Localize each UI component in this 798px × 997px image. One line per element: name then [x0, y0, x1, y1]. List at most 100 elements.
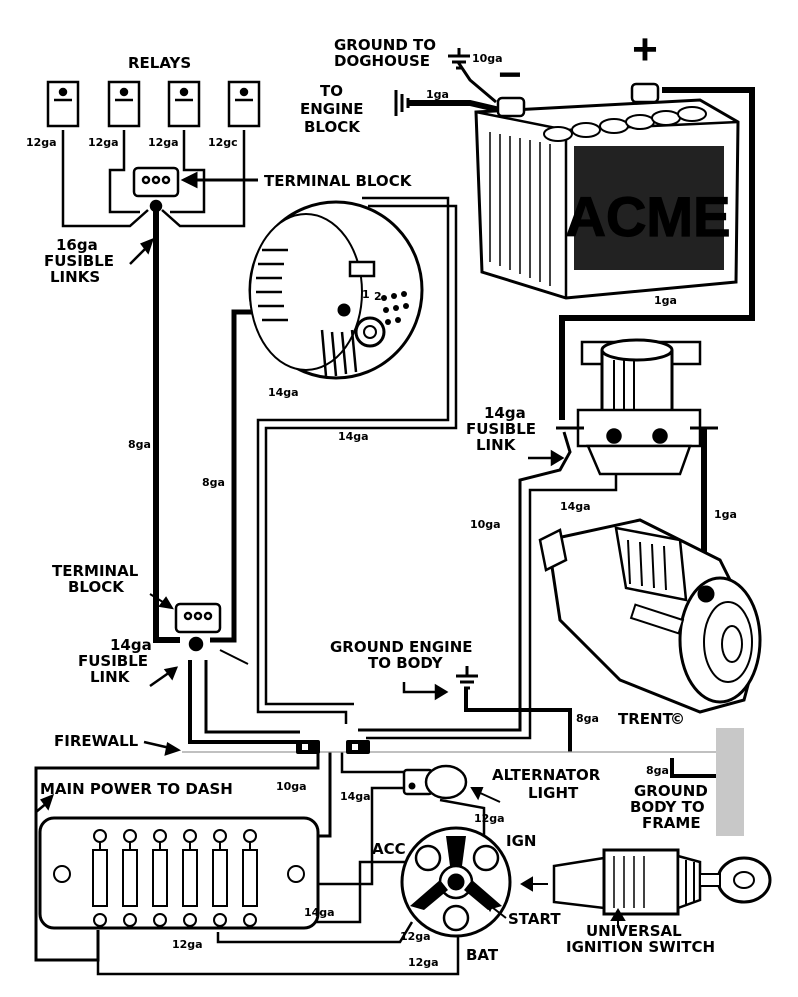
- wire-block-firewall-b: [204, 660, 300, 734]
- gauge-10ga-solenoid: 10ga: [470, 518, 501, 531]
- arrow-universal: [610, 908, 626, 928]
- label-ground-frame: GROUND: [634, 782, 708, 800]
- wire-light: [340, 752, 408, 774]
- label-ignition-switch: IGNITION SWITCH: [566, 938, 715, 956]
- gauge-12ga-a: 12ga: [172, 938, 203, 951]
- gauge-14ga-alt-a: 14ga: [268, 386, 299, 399]
- label-links: LINKS: [50, 268, 100, 286]
- alt-terminal-2: 2: [374, 290, 382, 303]
- gauge-1ga-starter: 1ga: [714, 508, 737, 521]
- label-ground-to: GROUND TO: [334, 36, 436, 54]
- alternator-light-bulb: [402, 764, 468, 800]
- label-fusible-right: FUSIBLE: [466, 420, 536, 438]
- gauge-12ga-ign: 12ga: [474, 812, 505, 825]
- arrow-alternator-light: [470, 787, 501, 803]
- labels: GROUND TO DOGHOUSE TO ENGINE BLOCK RELAY…: [40, 36, 715, 964]
- gauge-14ga-solenoid: 14ga: [560, 500, 591, 513]
- label-start: START: [508, 910, 561, 928]
- gauge-relay-1: 12ga: [26, 136, 57, 149]
- fuse-panel: [38, 816, 320, 930]
- label-light: LIGHT: [528, 784, 579, 802]
- wire-battery-positive: [559, 87, 755, 420]
- ground-engine-body-icon: [456, 666, 478, 690]
- arrow-start: [481, 898, 507, 919]
- arrow-main-power: [35, 793, 55, 813]
- gauge-relay-3: 12ga: [148, 136, 179, 149]
- wire-12ga-panel: [216, 921, 414, 944]
- starter-motor: [538, 518, 762, 714]
- wire-10ga-solenoid: [358, 431, 572, 732]
- label-link-right: LINK: [476, 436, 517, 454]
- label-copyright: ©: [670, 710, 685, 728]
- gauge-14ga-fuse: 14ga: [304, 906, 335, 919]
- relay-1: [46, 80, 80, 128]
- wire-8ga-left: [153, 206, 180, 643]
- gauge-10ga-ground: 10ga: [472, 52, 503, 65]
- terminal-block-top: [132, 166, 180, 213]
- label-14ga-right: 14ga: [484, 404, 526, 422]
- label-main-power: MAIN POWER TO DASH: [40, 780, 233, 798]
- gauge-14ga-light: 14ga: [340, 790, 371, 803]
- gauge-12ga-bat: 12ga: [408, 956, 439, 969]
- arrow-firewall: [143, 740, 181, 756]
- relay-4: [227, 80, 261, 128]
- wire-light-14ga: [306, 786, 410, 886]
- label-ign: IGN: [506, 832, 536, 850]
- frame-bar: [716, 728, 744, 836]
- arrow-fusible-link-right: [528, 449, 565, 467]
- label-block: BLOCK: [304, 118, 361, 136]
- gauge-1ga-engine: 1ga: [426, 88, 449, 101]
- gauge-8ga-frame: 8ga: [646, 764, 669, 777]
- relay-2: [107, 80, 141, 128]
- plus-sign: +: [632, 25, 658, 74]
- arrow-fusible-links-top: [129, 237, 155, 265]
- relays: [46, 80, 261, 128]
- gauge-12ga-b: 12ga: [400, 930, 431, 943]
- wire-ground-engine-body: [464, 688, 572, 752]
- firewall-connectors: [296, 740, 370, 754]
- wire-doghouse-ground: [456, 61, 497, 104]
- battery-negative-terminal: [496, 96, 526, 118]
- label-trent: TRENT: [618, 710, 674, 728]
- label-link-left: LINK: [90, 668, 131, 686]
- label-bat: BAT: [466, 946, 499, 964]
- label-firewall: FIREWALL: [54, 732, 139, 750]
- alternator: [248, 200, 424, 380]
- terminal-block-lower: [174, 602, 222, 652]
- arrow-terminal-block-top: [180, 171, 258, 189]
- battery: ACME + −: [474, 25, 740, 300]
- wire-block-firewall-a: [188, 660, 300, 744]
- alternator-holes: [381, 291, 409, 325]
- gauge-1ga-battery: 1ga: [654, 294, 677, 307]
- ground-engine-block-icon: [394, 90, 410, 116]
- relay-3: [167, 80, 201, 128]
- wire-relay-2: [108, 130, 140, 214]
- starter-solenoid: [556, 338, 718, 476]
- gauge-relay-4: 12gc: [208, 136, 238, 149]
- alternator-plug: [348, 260, 376, 278]
- label-doghouse: DOGHOUSE: [334, 52, 430, 70]
- gauge-8ga-left: 8ga: [128, 438, 151, 451]
- arrow-key-to-switch: [520, 876, 548, 892]
- ignition-switch-terminals: [400, 826, 512, 938]
- label-universal: UNIVERSAL: [586, 922, 682, 940]
- label-16ga: 16ga: [56, 236, 98, 254]
- wire-14ga-alt-a: [256, 196, 450, 724]
- minus-sign: −: [498, 53, 521, 97]
- label-alternator: ALTERNATOR: [492, 766, 601, 784]
- gauge-8ga-mid: 8ga: [202, 476, 225, 489]
- label-engine: ENGINE: [300, 100, 364, 118]
- label-body-to: BODY TO: [630, 798, 705, 816]
- label-frame: FRAME: [642, 814, 701, 832]
- label-ground-engine: GROUND ENGINE: [330, 638, 473, 656]
- wire-frame-ground: [670, 758, 716, 778]
- gauge-14ga-alt-b: 14ga: [338, 430, 369, 443]
- label-terminal: TERMINAL: [52, 562, 139, 580]
- battery-brand: ACME: [566, 185, 731, 248]
- wire-main-power: [34, 752, 320, 962]
- label-to-body: TO BODY: [368, 654, 444, 672]
- wire-relay-4: [161, 130, 246, 228]
- wire-relay-3: [170, 130, 206, 214]
- battery-positive-terminal: [630, 82, 660, 104]
